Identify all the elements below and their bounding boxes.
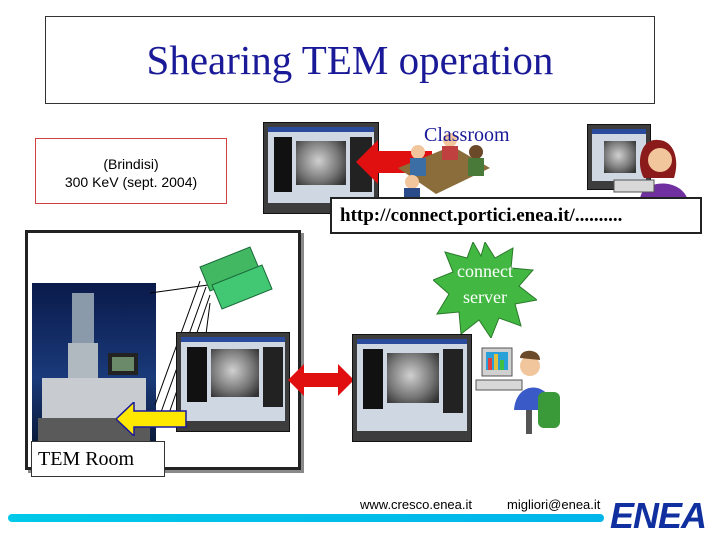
enea-logo: ENEA	[610, 495, 707, 536]
connect-server-burst-icon	[433, 242, 537, 338]
footer-email[interactable]: migliori@enea.it	[507, 497, 601, 512]
connect-server-line1: connect	[457, 261, 513, 281]
connect-url: http://connect.portici.enea.it/.........…	[340, 205, 623, 226]
tem-control-screen	[176, 332, 290, 432]
url-box: http://connect.portici.enea.it/.........…	[330, 197, 702, 234]
classroom-remote-screen	[587, 124, 651, 190]
tem-room-label: TEM Room	[38, 448, 135, 470]
red-double-arrow-icon	[288, 364, 354, 396]
brindisi-box: (Brindisi) 300 KeV (sept. 2004)	[35, 138, 227, 204]
woman-user-icon	[613, 139, 688, 200]
connect-server-line2: server	[463, 287, 507, 307]
tem-room-label-box: TEM Room	[31, 441, 165, 477]
brindisi-location: (Brindisi)	[103, 156, 159, 172]
classroom-meeting-icon	[398, 133, 490, 198]
detector-panels-icon	[199, 246, 273, 310]
connect-server-label: connect server	[445, 258, 525, 310]
classroom-label: Classroom	[424, 124, 510, 146]
footer-divider	[8, 514, 604, 522]
title-box: Shearing TEM operation	[45, 16, 655, 104]
brindisi-energy: 300 KeV (sept. 2004)	[64, 174, 198, 190]
tem-microscope-photo	[32, 283, 156, 441]
yellow-arrow-left-icon	[116, 402, 187, 436]
slide-title: Shearing TEM operation	[146, 37, 554, 83]
remote-user-icon	[475, 347, 560, 434]
footer-url[interactable]: www.cresco.enea.it	[360, 497, 472, 512]
remote-control-screen	[352, 334, 472, 442]
